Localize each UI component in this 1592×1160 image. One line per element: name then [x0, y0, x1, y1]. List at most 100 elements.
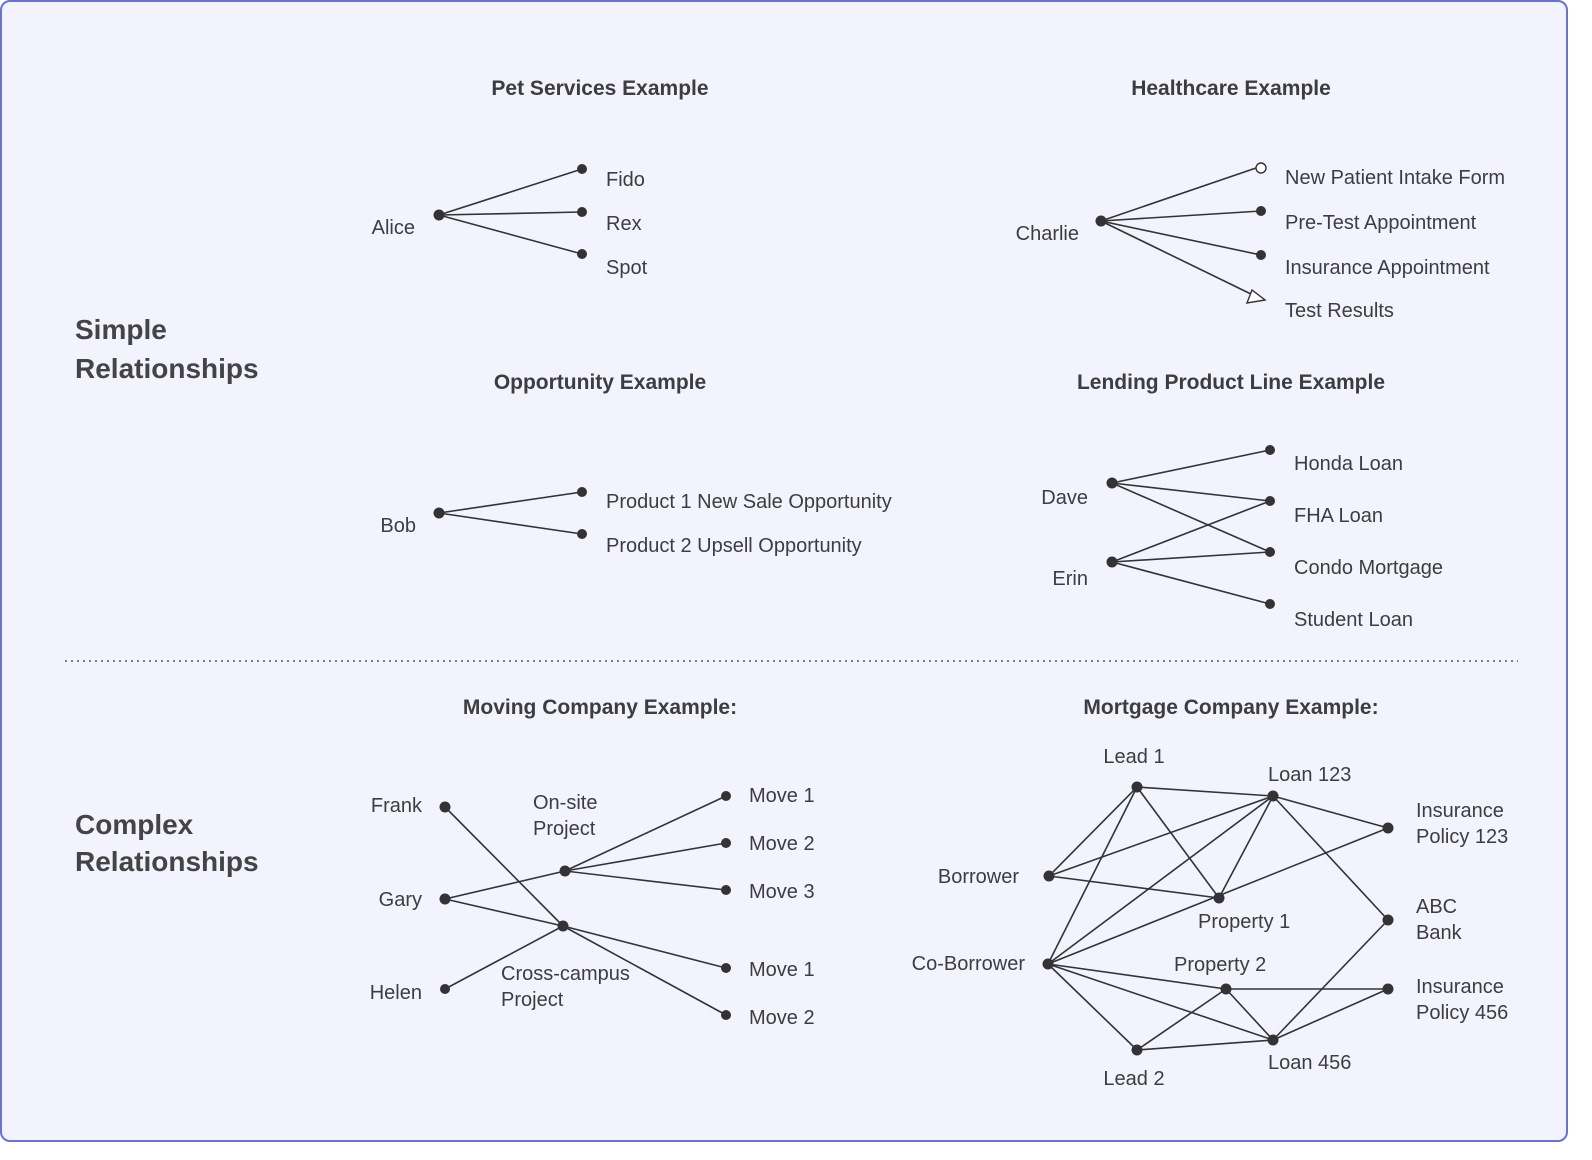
- diagram-panel: [0, 0, 1568, 1142]
- node-student-loan: [1265, 599, 1275, 609]
- edge-lead2-loan456: [1136, 1039, 1274, 1051]
- label-alice: Alice: [372, 217, 415, 239]
- label-onsite-line2: Project: [533, 818, 596, 840]
- node-ins456: [1382, 983, 1394, 995]
- label-test-results: Test Results: [1285, 300, 1394, 322]
- label-insurance-appointment: Insurance Appointment: [1285, 257, 1490, 279]
- edge-alice-fido: [438, 168, 583, 216]
- healthcare-example: Healthcare Example Charlie New Patient I…: [1016, 77, 1505, 322]
- label-ins456-line1: Insurance: [1416, 976, 1504, 998]
- edge-property2-lead2: [1136, 988, 1227, 1051]
- label-loan456: Loan 456: [1268, 1052, 1351, 1074]
- node-charlie: [1095, 215, 1107, 227]
- edge-dave-condo: [1111, 482, 1271, 553]
- edge-dave-fha: [1111, 482, 1271, 502]
- edge-erin-condo: [1111, 551, 1271, 563]
- edge-alice-spot: [438, 214, 583, 255]
- healthcare-title: Healthcare Example: [1131, 77, 1331, 100]
- label-spot: Spot: [606, 257, 648, 279]
- node-pretest: [1256, 206, 1266, 216]
- node-onsite-move2: [721, 838, 731, 848]
- node-erin: [1106, 556, 1118, 568]
- edge-onsite-move1: [564, 795, 727, 872]
- edge-loan123-borrower: [1048, 795, 1274, 877]
- node-helen: [440, 984, 450, 994]
- edge-onsite-move3: [564, 870, 727, 891]
- edge-coborrower-lead2: [1047, 963, 1138, 1051]
- label-product1: Product 1 New Sale Opportunity: [606, 491, 892, 513]
- node-lead1: [1131, 781, 1143, 793]
- label-pretest: Pre-Test Appointment: [1285, 212, 1477, 234]
- lending-example: Lending Product Line Example Dave Erin H…: [1041, 371, 1443, 631]
- label-fido: Fido: [606, 169, 645, 191]
- node-fha-loan: [1265, 496, 1275, 506]
- node-ins123: [1382, 822, 1394, 834]
- label-coborrower: Co-Borrower: [912, 953, 1026, 975]
- complex-heading-line1: Complex: [75, 809, 194, 840]
- complex-heading-line2: Relationships: [75, 846, 259, 877]
- label-crosscampus-move2: Move 2: [749, 1007, 815, 1029]
- node-onsite-move1: [721, 791, 731, 801]
- label-student-loan: Student Loan: [1294, 609, 1413, 631]
- edge-lead1-coborrower: [1047, 786, 1138, 965]
- label-ins456-line2: Policy 456: [1416, 1002, 1508, 1024]
- edge-charlie-results: [1100, 220, 1254, 296]
- edge-coborrower-loan456: [1047, 963, 1274, 1041]
- edge-lead1-property1: [1136, 786, 1220, 899]
- label-dave: Dave: [1041, 487, 1088, 509]
- label-erin: Erin: [1052, 568, 1088, 590]
- label-helen: Helen: [370, 982, 422, 1004]
- node-borrower: [1043, 870, 1055, 882]
- edge-property2-loan456: [1225, 988, 1274, 1041]
- label-onsite-move1: Move 1: [749, 785, 815, 807]
- label-crosscampus-line2: Project: [501, 989, 564, 1011]
- node-onsite-project: [559, 865, 571, 877]
- edge-frank-crosscampus: [444, 806, 564, 927]
- node-product1: [577, 487, 587, 497]
- label-frank: Frank: [371, 795, 423, 817]
- label-abc-line2: Bank: [1416, 922, 1463, 944]
- edge-helen-crosscampus: [444, 925, 564, 990]
- label-honda-loan: Honda Loan: [1294, 453, 1403, 475]
- node-crosscampus-move2: [721, 1010, 731, 1020]
- label-borrower: Borrower: [938, 866, 1019, 888]
- edge-loan456-ins456: [1272, 988, 1389, 1041]
- edge-loan123-property1: [1218, 795, 1274, 899]
- label-charlie: Charlie: [1016, 223, 1079, 245]
- edge-bob-product1: [438, 491, 583, 514]
- node-spot: [577, 249, 587, 259]
- node-condo-mortgage: [1265, 547, 1275, 557]
- node-loan456: [1267, 1034, 1279, 1046]
- label-onsite-move2: Move 2: [749, 833, 815, 855]
- node-bob: [433, 507, 445, 519]
- node-fido: [577, 164, 587, 174]
- label-lead1: Lead 1: [1103, 746, 1164, 768]
- edge-lead1-borrower: [1048, 786, 1138, 877]
- node-onsite-move3: [721, 885, 731, 895]
- node-coborrower: [1042, 958, 1054, 970]
- edge-crosscampus-move1: [562, 925, 727, 969]
- arrowhead-test-results: [1245, 288, 1267, 304]
- opportunity-example: Opportunity Example Bob Product 1 New Sa…: [380, 371, 891, 557]
- node-crosscampus-move1: [721, 963, 731, 973]
- edge-erin-fha: [1111, 500, 1271, 563]
- node-crosscampus-project: [557, 920, 569, 932]
- label-gary: Gary: [379, 889, 422, 911]
- edge-crosscampus-move2: [562, 925, 727, 1016]
- label-loan123: Loan 123: [1268, 764, 1351, 786]
- label-ins123-line2: Policy 123: [1416, 826, 1508, 848]
- mortgage-title: Mortgage Company Example:: [1083, 696, 1378, 719]
- label-condo-mortgage: Condo Mortgage: [1294, 557, 1443, 579]
- edge-dave-honda: [1111, 449, 1271, 484]
- label-bob: Bob: [380, 515, 416, 537]
- edge-charlie-intake: [1100, 167, 1257, 222]
- opportunity-title: Opportunity Example: [494, 371, 706, 394]
- node-gary: [439, 893, 451, 905]
- pet-services-example: Pet Services Example Alice Fido Rex Spot: [372, 77, 709, 279]
- edge-gary-onsite: [444, 870, 566, 900]
- node-dave: [1106, 477, 1118, 489]
- label-crosscampus-move1: Move 1: [749, 959, 815, 981]
- label-onsite-move3: Move 3: [749, 881, 815, 903]
- node-property2: [1220, 983, 1232, 995]
